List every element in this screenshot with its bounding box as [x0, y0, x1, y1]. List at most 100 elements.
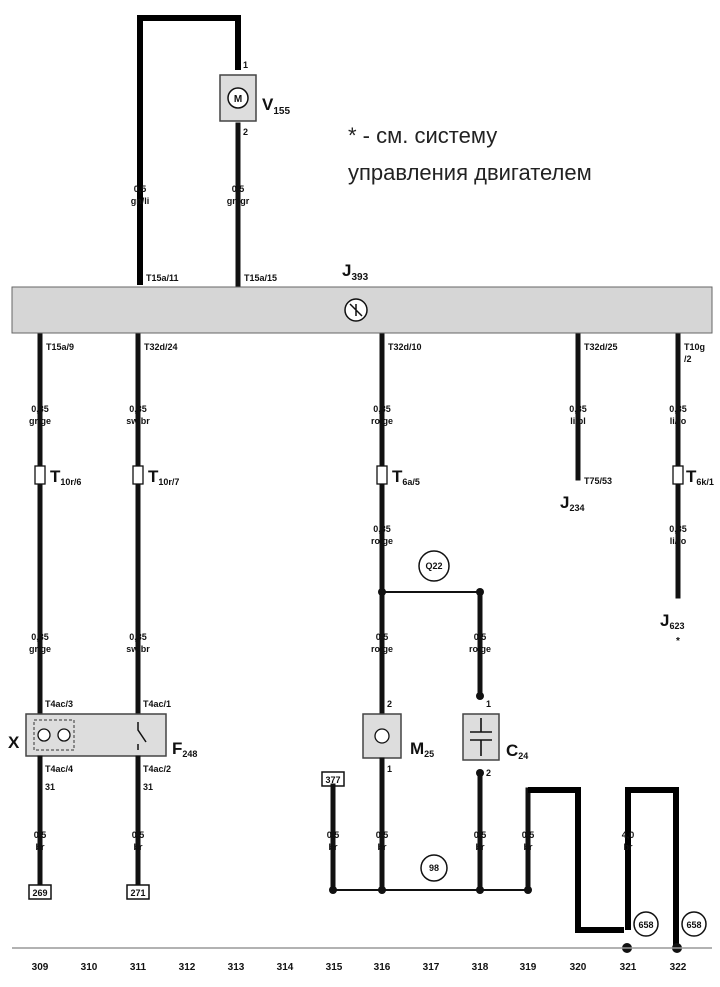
motor-v155-label: V155: [262, 95, 290, 117]
col-309: 309: [32, 962, 49, 973]
top-terminal-1: T15a/11: [146, 273, 179, 283]
wire-316-a-size: 0,35: [373, 404, 391, 414]
wire-321-loop: [625, 787, 679, 948]
terminal-320: T32d/25: [584, 342, 618, 352]
g318-size: 0,5: [474, 830, 487, 840]
wire-311-a-size: 0,35: [129, 404, 147, 414]
col-317: 317: [423, 962, 440, 973]
col-311: 311: [130, 962, 147, 973]
wire-319-loop: [528, 787, 624, 933]
g315-color: br: [329, 842, 338, 852]
pin-dot-c24-top: [476, 692, 484, 700]
j623-label: J623: [660, 611, 685, 631]
m25-pin-top: 2: [387, 699, 392, 709]
wire-316-c-size: 0,5: [376, 632, 389, 642]
wire-322-a-color: li/ro: [670, 416, 687, 426]
control-unit-label: J393: [342, 261, 369, 283]
col-315: 315: [326, 962, 343, 973]
wire-318-c-size: 0,5: [474, 632, 487, 642]
wire-318-c-color: ro/ge: [469, 644, 491, 654]
terminal-309: T15a/9: [46, 342, 74, 352]
component-f248-label: F248: [172, 739, 197, 759]
ref-98: 98: [429, 863, 439, 873]
connector-t316-label: T6a/5: [392, 467, 420, 487]
wire-322-b-color: li/ro: [670, 536, 687, 546]
ref-98-circle: [420, 854, 448, 882]
wire-320-a-size: 0,35: [569, 404, 587, 414]
component-c24-label: C24: [506, 741, 528, 761]
note-line-1: * - см. систему: [348, 123, 497, 148]
ref-q22: Q22: [425, 561, 442, 571]
g315-size: 0,5: [327, 830, 340, 840]
c24-pin-top: 1: [486, 699, 491, 709]
col-310: 310: [81, 962, 98, 973]
c24-pin-bottom: 2: [486, 768, 491, 778]
ground-dot-318: [476, 886, 484, 894]
g316-size: 0,5: [376, 830, 389, 840]
motor-pin-top: 1: [243, 60, 248, 70]
wire-316-a-color: ro/ge: [371, 416, 393, 426]
top-wire-color-2: gn/gr: [227, 196, 250, 206]
connector-t322-label: T6k/1: [686, 467, 714, 487]
top-wire-size-1: 0,5: [134, 184, 147, 194]
component-x-label: X: [8, 733, 20, 752]
g316-color: br: [378, 842, 387, 852]
x-terminal-top-309: T4ac/3: [45, 699, 73, 709]
col-318: 318: [472, 962, 489, 973]
motor-symbol-letter: M: [234, 94, 242, 105]
ref-269: 269: [32, 888, 47, 898]
wire-320-a-color: li/bl: [570, 416, 586, 426]
wire-top-loop: [137, 15, 241, 285]
ref-269-box: [28, 884, 52, 900]
j623-mark: *: [676, 636, 680, 647]
g321-size: 4,0: [622, 830, 635, 840]
wire-309-b-color: gr/ge: [29, 644, 51, 654]
component-x-f248: [25, 713, 167, 757]
component-m25-label: M25: [410, 739, 434, 759]
j234-label: J234: [560, 493, 585, 513]
g309-color: br: [36, 842, 45, 852]
terminal-316: T32d/10: [388, 342, 422, 352]
ref-658b-circle: [681, 911, 707, 937]
g309-size: 0,5: [34, 830, 47, 840]
col-319: 319: [520, 962, 537, 973]
ref-271: 271: [130, 888, 145, 898]
wire-309-a-color: gr/ge: [29, 416, 51, 426]
wire-311-b-size: 0,35: [129, 632, 147, 642]
lamp-icon-1: [37, 728, 51, 742]
m25-lamp-icon: [374, 728, 390, 744]
motor-symbol: [227, 87, 249, 109]
column-numbers: 309 310 311 312 313 314 315 316 317 318 …: [32, 962, 687, 973]
ground-dot-319: [524, 886, 532, 894]
ref-q22-circle: [418, 550, 450, 582]
x-terminal-top-311: T4ac/1: [143, 699, 171, 709]
capacitor-icon: [470, 718, 492, 756]
connector-t311-label: T10r/7: [148, 467, 179, 487]
ref-658b: 658: [686, 920, 701, 930]
g321-color: br: [624, 842, 633, 852]
connector-t309: [34, 465, 46, 485]
j234-terminal: T75/53: [584, 476, 612, 486]
x-num-311: 31: [143, 782, 153, 792]
note-line-2: управления двигателем: [348, 160, 592, 185]
wire-322-a-size: 0,35: [669, 404, 687, 414]
col-313: 313: [228, 962, 245, 973]
motor-pin-bottom: 2: [243, 127, 248, 137]
col-321: 321: [620, 962, 637, 973]
wire-322-b-size: 0,35: [669, 524, 687, 534]
g319-size: 0,5: [522, 830, 535, 840]
wire-309-b-size: 0,35: [31, 632, 49, 642]
wire-316-b-color: ro/ge: [371, 536, 393, 546]
switch-icon: [137, 722, 147, 750]
ref-271-box: [126, 884, 150, 900]
connector-t322: [672, 465, 684, 485]
g318-color: br: [476, 842, 485, 852]
col-322: 322: [670, 962, 687, 973]
col-314: 314: [277, 962, 294, 973]
ref-658a-circle: [633, 911, 659, 937]
g311-color: br: [134, 842, 143, 852]
lamp-icon-2: [57, 728, 71, 742]
x-inner-box: [33, 719, 75, 751]
x-terminal-bot-309: T4ac/4: [45, 764, 73, 774]
